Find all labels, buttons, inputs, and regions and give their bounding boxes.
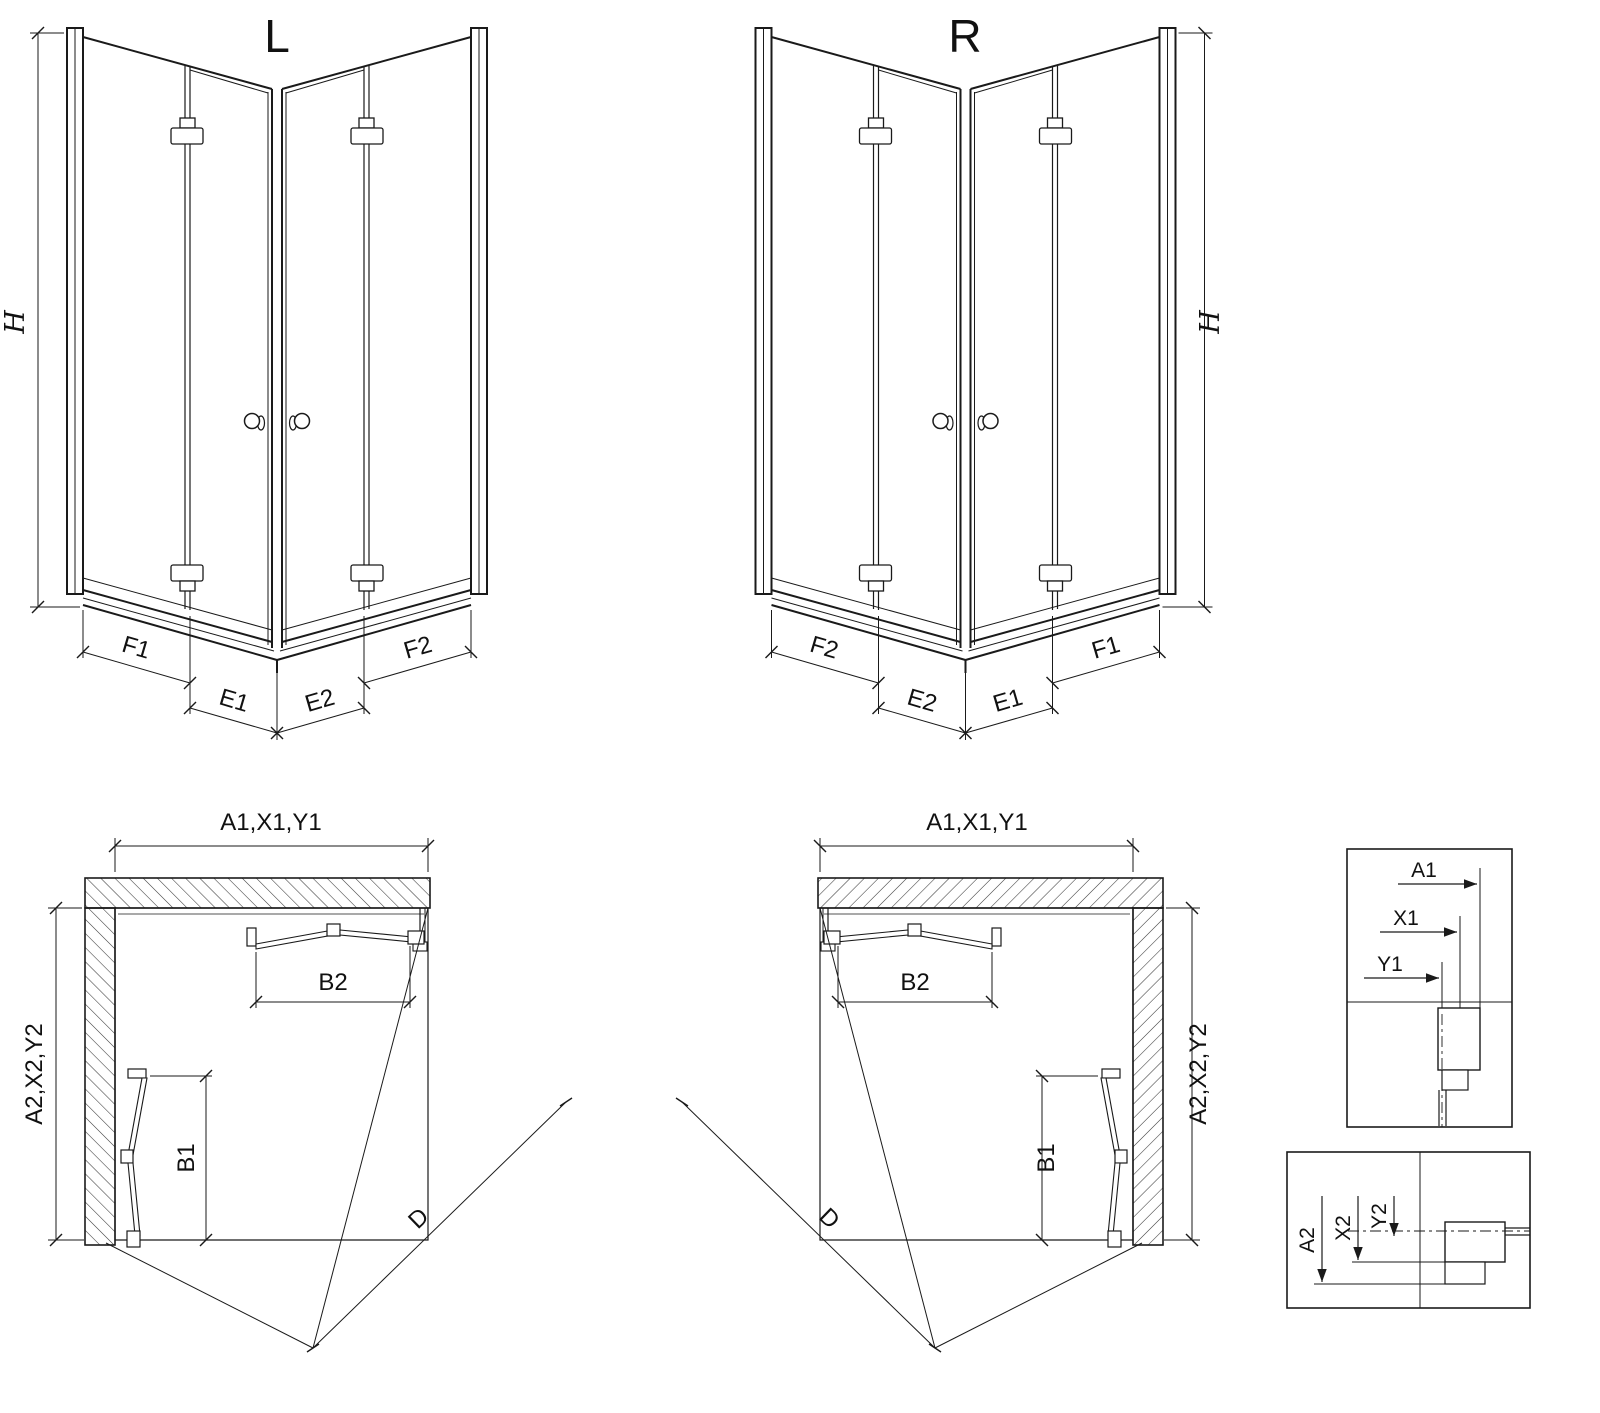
dim-tick	[31, 26, 45, 40]
top-wall-hatched	[84, 877, 431, 909]
profile-clamp	[1444, 1261, 1486, 1285]
dim-label-b1-left: B1	[173, 1143, 200, 1172]
hinge-top-tab	[179, 117, 196, 129]
dim-tick	[199, 1233, 213, 1247]
depth-dimension	[48, 901, 84, 1247]
side-wall-hatched	[84, 907, 116, 1246]
dim-label-y1-detail: Y1	[1377, 953, 1403, 976]
door-end-bracket	[127, 1068, 147, 1079]
dim-tick	[49, 901, 63, 915]
door-top-edge	[189, 69, 269, 94]
detail-view-top: A1 X1 Y1	[1346, 848, 1513, 1128]
labels-plan-left: A1,X1,Y1 A2,X2,Y2 B2 B1 D	[21, 809, 434, 1234]
dim-label-width-right: A1,X1,Y1	[926, 809, 1027, 836]
top-door-assembly	[246, 923, 425, 950]
profile-body	[1444, 1221, 1506, 1263]
hinge-bottom-tab	[179, 580, 196, 592]
dim-tick	[306, 1343, 320, 1353]
e-dimension-line	[189, 707, 278, 734]
swing-line	[312, 907, 429, 1349]
dim-label-b2-right: B2	[900, 969, 929, 996]
dim-tick	[199, 1069, 213, 1083]
profile-clamp	[1441, 1069, 1469, 1091]
dim-label-y2-detail: Y2	[1368, 1203, 1391, 1229]
dim-label-a1-detail: A1	[1411, 859, 1437, 882]
wall-profile-section	[1437, 1007, 1481, 1127]
shower-3d-view-left	[30, 26, 488, 741]
dim-label-x1-detail: X1	[1393, 907, 1419, 930]
dim-tick	[403, 995, 417, 1009]
variant-label-right: R	[948, 10, 981, 62]
base-bottom-edge	[82, 604, 278, 661]
dim-tick	[183, 676, 197, 690]
dim-label-depth-right: A2,X2,Y2	[1185, 1023, 1212, 1124]
detail-box	[1286, 1151, 1531, 1309]
variant-label-left: L	[264, 10, 290, 62]
dim-label-b1-right: B1	[1033, 1143, 1060, 1172]
glass-bottom-edge	[82, 577, 273, 631]
detail-box	[1346, 848, 1513, 1128]
door-pivot-block	[407, 930, 425, 945]
dim-label-height-left: H	[0, 310, 31, 335]
f-dimension-line	[82, 651, 191, 684]
glass-face	[66, 27, 278, 661]
plan-view-left	[48, 838, 573, 1353]
height-dimension	[30, 26, 80, 614]
dim-tick	[421, 839, 435, 853]
dim-label-depth-left: A2,X2,Y2	[21, 1023, 48, 1124]
base-rail-top	[82, 589, 273, 643]
d-dimension-line	[312, 1101, 567, 1349]
door-knob	[243, 412, 261, 430]
dim-tick	[108, 839, 122, 853]
glass-top-edge	[82, 36, 273, 90]
dim-label-x2-detail: X2	[1332, 1215, 1355, 1241]
dim-tick	[559, 1097, 573, 1107]
door-end-bracket	[246, 927, 257, 947]
base-rail-line	[82, 597, 275, 652]
dim-label-width-left: A1,X1,Y1	[220, 809, 321, 836]
swing-line	[105, 1242, 314, 1349]
dim-label-a2-detail: A2	[1296, 1227, 1319, 1253]
dim-label-height-right: H	[1195, 310, 1226, 335]
door-fold-hinge	[120, 1149, 134, 1164]
labels-plan-right: A1,X1,Y1 A2,X2,Y2 B2 B1 D	[814, 809, 1212, 1234]
diagonal-dimension	[105, 907, 573, 1353]
door-pivot-block	[126, 1230, 141, 1248]
dim-tick	[49, 1233, 63, 1247]
enclosure-outline	[114, 907, 429, 1241]
profile-body	[1437, 1007, 1481, 1071]
hinge-bottom	[170, 564, 204, 582]
width-dimension	[108, 838, 435, 872]
dim-tick	[31, 600, 45, 614]
dim-label-b2-left: B2	[318, 969, 347, 996]
dim-tick	[76, 645, 90, 659]
wall-profile-section	[1348, 1221, 1530, 1285]
side-door-assembly	[120, 1068, 148, 1248]
dim-tick	[183, 701, 197, 715]
dim-tick	[249, 995, 263, 1009]
detail-view-bottom: A2 X2 Y2	[1286, 1151, 1531, 1309]
b1-dimension	[146, 1069, 213, 1247]
hinge-top	[170, 127, 204, 145]
door-fold-hinge	[326, 923, 341, 937]
